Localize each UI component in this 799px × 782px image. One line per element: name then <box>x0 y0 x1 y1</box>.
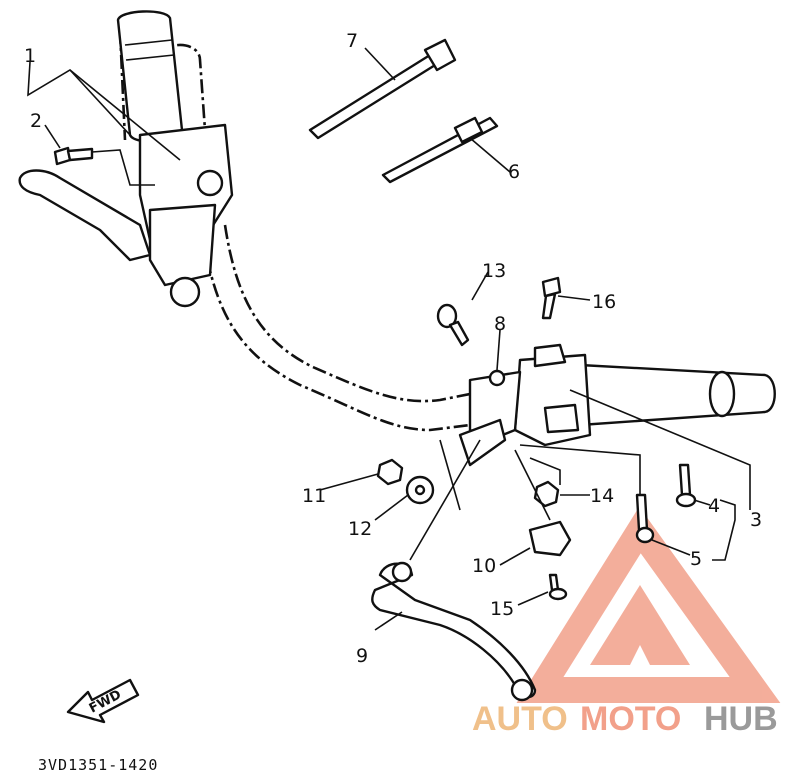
callout-4: 4 <box>708 495 720 517</box>
callout-16: 16 <box>592 291 616 313</box>
watermark-text-moto: MOTO <box>580 700 681 738</box>
callout-9: 9 <box>356 645 368 667</box>
watermark-text: AUTO MOTO HUB <box>472 700 778 738</box>
nut-11 <box>376 458 404 486</box>
bolt-13 <box>436 303 470 347</box>
watermark-logo <box>516 506 781 703</box>
callout-3: 3 <box>750 509 762 531</box>
bolt-4 <box>675 463 697 508</box>
watermark-inner-mark <box>590 585 690 665</box>
leader-lines <box>27 47 751 631</box>
cable-tie-7 <box>308 38 457 140</box>
callout-15: 15 <box>490 598 514 620</box>
fwd-arrow: FWD <box>66 678 140 724</box>
left-grip <box>116 10 184 143</box>
washer-12 <box>405 475 435 505</box>
callout-5: 5 <box>690 548 702 570</box>
callout-6: 6 <box>508 161 520 183</box>
cable-tie-6 <box>381 116 499 184</box>
switch-10 <box>528 520 572 557</box>
callout-2: 2 <box>30 110 42 132</box>
part-code: 3VD1351-1420 <box>38 756 158 774</box>
bolt-2 <box>53 146 94 166</box>
left-lever-assembly <box>18 123 234 308</box>
callout-12: 12 <box>348 518 372 540</box>
callout-1: 1 <box>24 45 36 67</box>
callout-8: 8 <box>494 313 506 335</box>
callout-7: 7 <box>346 30 358 52</box>
bolt-5 <box>635 493 655 544</box>
callout-13: 13 <box>482 260 506 282</box>
right-lever-holder <box>458 343 592 467</box>
watermark-text-hub: HUB <box>704 700 778 738</box>
screw-15 <box>548 573 568 601</box>
bolt-16 <box>541 276 562 320</box>
callout-labels: 1 2 3 4 5 6 7 8 9 10 11 12 13 14 15 16 <box>24 30 762 667</box>
watermark-text-auto: AUTO <box>472 700 568 738</box>
nut-14 <box>533 480 560 508</box>
right-grip <box>578 363 776 427</box>
right-lever-9 <box>371 561 537 702</box>
watermark-triangle <box>516 506 781 703</box>
callout-14: 14 <box>590 485 614 507</box>
callout-11: 11 <box>302 485 326 507</box>
callout-10: 10 <box>472 555 496 577</box>
